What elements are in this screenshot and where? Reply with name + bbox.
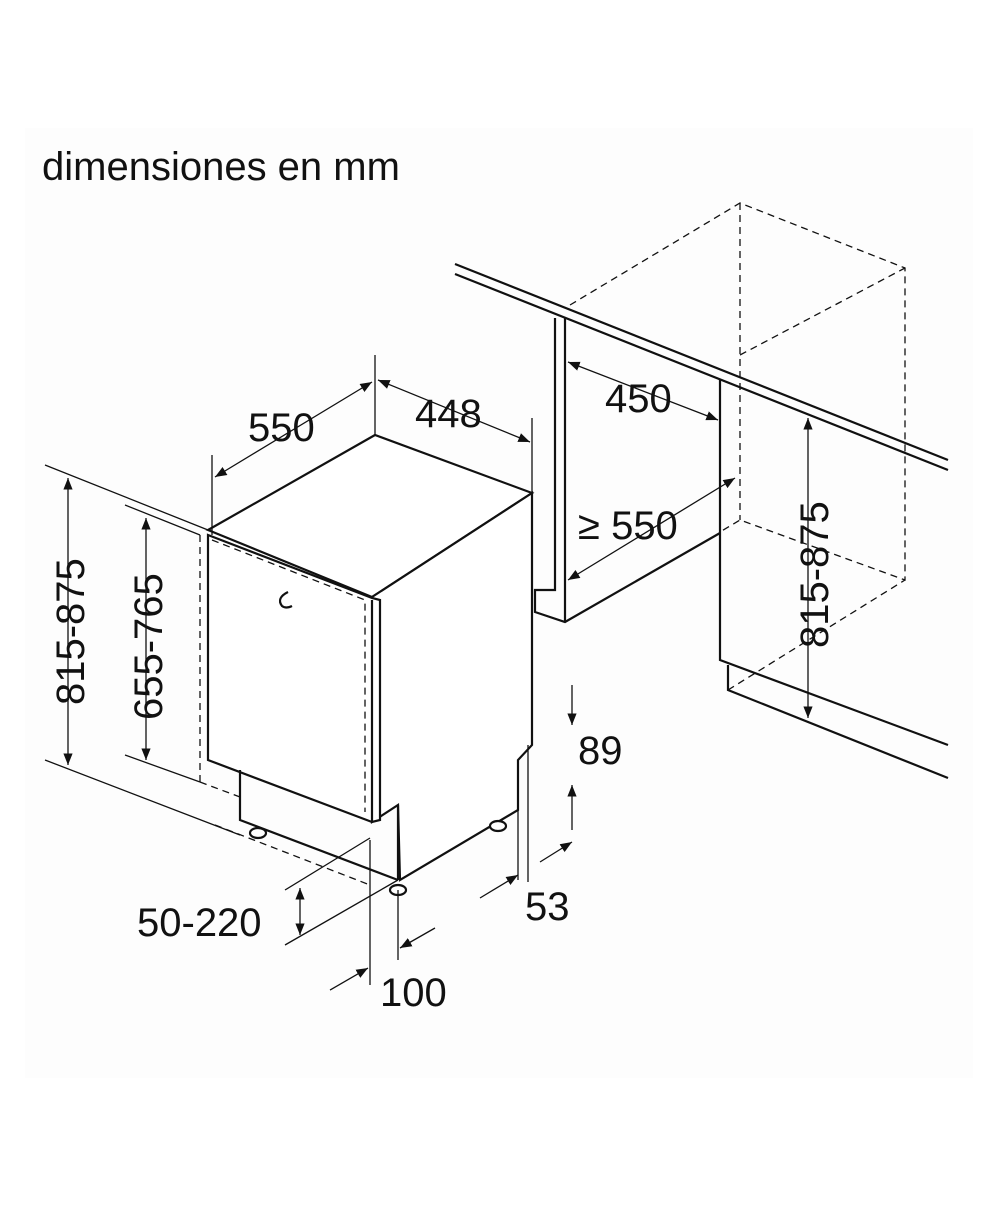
label-width: 448	[415, 392, 482, 436]
label-plinth-height: 50-220	[137, 901, 262, 945]
dishwasher-body	[199, 433, 535, 897]
label-niche-width: 450	[605, 377, 672, 421]
label-total-height: 815-875	[49, 558, 93, 705]
label-bottom-offset: 53	[525, 885, 570, 929]
cabinet-niche	[454, 202, 949, 780]
door-handle-icon	[278, 591, 293, 609]
label-niche-depth: ≥ 550	[578, 504, 678, 548]
label-niche-height: 815-875	[793, 501, 837, 648]
diagram-title: dimensiones en mm	[42, 145, 400, 189]
foot-icon	[488, 819, 508, 833]
label-plinth-depth: 100	[380, 971, 447, 1015]
label-door-height: 655-765	[127, 573, 171, 720]
label-depth: 550	[248, 406, 315, 450]
label-top-offset: 89	[578, 729, 623, 773]
foot-icon	[248, 826, 268, 840]
dimension-lines	[44, 355, 813, 991]
